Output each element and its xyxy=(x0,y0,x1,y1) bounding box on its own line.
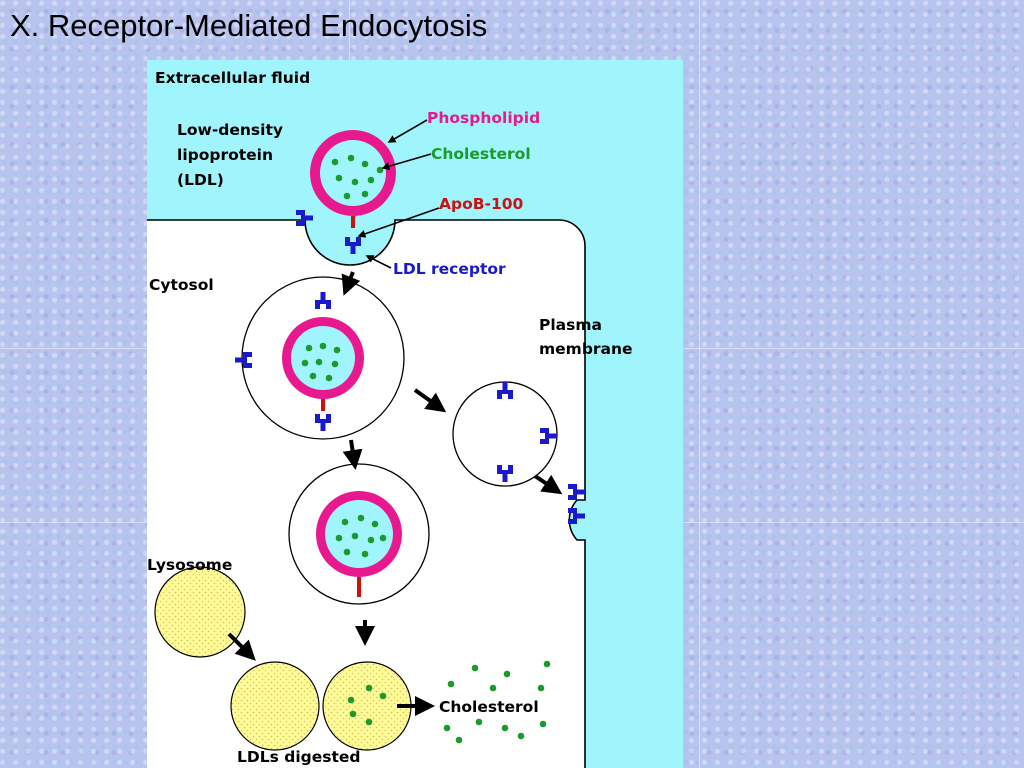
label-ldls-digested: LDLs digested xyxy=(237,748,361,766)
label-ldl-line2: lipoprotein xyxy=(177,146,273,164)
pathway-arrows xyxy=(227,271,563,716)
label-plasma-line2: membrane xyxy=(539,340,633,358)
label-ldl-line1: Low-density xyxy=(177,121,283,139)
label-ldl-receptor: LDL receptor xyxy=(393,260,506,278)
endocytosis-diagram: Extracellular fluid Low-density lipoprot… xyxy=(147,60,683,768)
label-ldl-line3: (LDL) xyxy=(177,171,224,189)
label-phospholipid: Phospholipid xyxy=(427,109,540,127)
label-cholesterol: Cholesterol xyxy=(431,145,531,163)
label-apob-100: ApoB-100 xyxy=(439,195,524,213)
background-tile-line xyxy=(699,0,700,768)
coated-vesicle xyxy=(235,276,405,440)
label-cholesterol-released: Cholesterol xyxy=(439,698,539,716)
label-plasma-line1: Plasma xyxy=(539,316,602,334)
label-pointers xyxy=(357,119,440,269)
ldl-particle-extracellular xyxy=(310,130,396,228)
lysosome xyxy=(154,566,246,658)
slide-title: X. Receptor-Mediated Endocytosis xyxy=(10,8,488,43)
label-lysosome: Lysosome xyxy=(147,556,232,574)
released-cholesterol-dots xyxy=(443,660,551,744)
recycling-vesicle xyxy=(452,381,558,487)
label-extracellular-fluid: Extracellular fluid xyxy=(155,69,310,87)
endosome-vesicle xyxy=(288,463,430,605)
label-cytosol: Cytosol xyxy=(149,276,214,294)
fused-lysosome xyxy=(230,661,412,751)
